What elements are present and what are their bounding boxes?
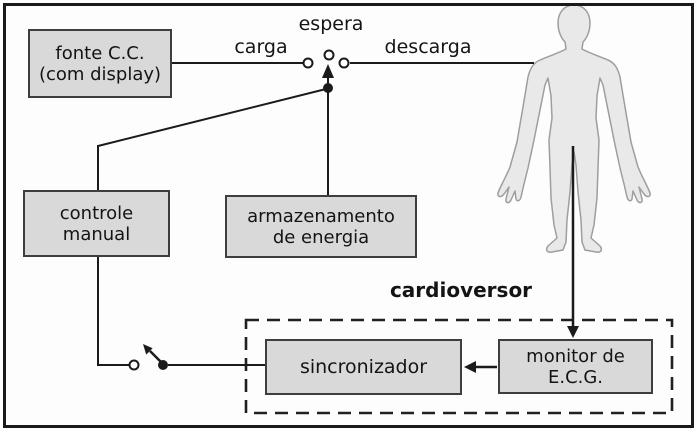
switch-position-label-descarga: descarga — [384, 36, 472, 58]
sincronizador-label: sincronizador — [299, 355, 428, 378]
sincronizador-box: sincronizador — [265, 339, 462, 395]
cardioversor-group-label: cardioversor — [389, 278, 533, 302]
cardioversor-dashed-enclosure — [244, 318, 674, 415]
armazenamento-energia-box: armazenamento de energia — [225, 195, 417, 258]
selector-contact-carga — [302, 57, 314, 69]
monitor-ecg-label-line1: monitor de — [526, 345, 625, 367]
manual-switch-lever-arrowhead — [143, 344, 153, 355]
wire-junction-dot — [323, 83, 333, 93]
monitor-ecg-label-line2: E.C.G. — [547, 366, 604, 388]
fonte-cc-label-line2: (com display) — [38, 63, 162, 85]
switch-position-label-carga: carga — [234, 36, 288, 58]
down-arrowhead — [567, 326, 579, 338]
manual-switch-open-contact — [128, 359, 140, 371]
switch-position-label-espera: espera — [298, 13, 364, 35]
patient-to-monitor-arrow — [567, 146, 579, 338]
manual-switch-lever-shaft — [149, 350, 162, 363]
selector-contact-descarga — [338, 57, 350, 69]
controle-manual-box: controle manual — [23, 190, 170, 257]
armazenamento-label-line2: de energia — [272, 226, 370, 248]
monitor-to-sincronizador-arrow — [464, 361, 497, 373]
selector-contact-espera — [323, 49, 335, 61]
selector-switch-icon — [302, 49, 350, 93]
manual-switch-icon — [128, 344, 168, 371]
fonte-cc-box: fonte C.C. (com display) — [28, 29, 172, 98]
fonte-cc-label-line1: fonte C.C. — [55, 42, 145, 64]
controle-bottom-wire — [97, 256, 129, 366]
controle-to-selector-wire — [97, 88, 327, 147]
monitor-ecg-box: monitor de E.C.G. — [498, 339, 653, 394]
armazenamento-label-line1: armazenamento — [247, 205, 395, 227]
selector-pole-arrowhead — [322, 64, 334, 78]
left-arrowhead — [464, 361, 476, 373]
controle-manual-label-line1: controle — [59, 202, 134, 224]
controle-manual-label-line2: manual — [62, 223, 131, 245]
